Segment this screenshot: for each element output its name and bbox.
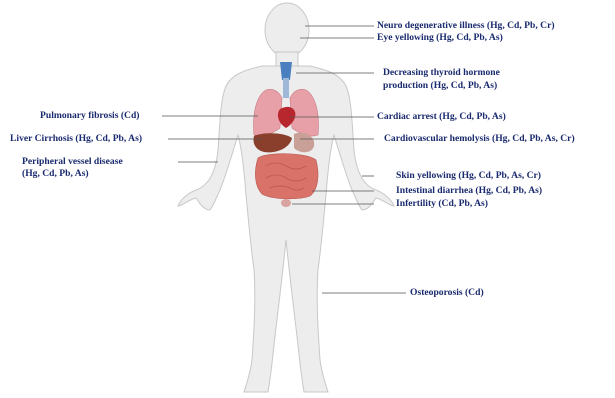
label-pulmonary: Pulmonary fibrosis (Cd) xyxy=(40,110,140,122)
bladder-organ xyxy=(281,199,291,207)
label-neuro: Neuro degenerative illness (Hg, Cd, Pb, … xyxy=(377,20,555,32)
thyroid-organ xyxy=(280,62,292,80)
label-intestinal: Intestinal diarrhea (Hg, Cd, Pb, As) xyxy=(396,185,542,197)
label-osteoporosis: Osteoporosis (Cd) xyxy=(410,287,484,299)
label-infertility: Infertility (Cd, Pb, As) xyxy=(396,198,488,210)
head xyxy=(265,3,309,57)
label-cardiovascular: Cardiovascular hemolysis (Hg, Cd, Pb, As… xyxy=(384,133,575,145)
label-peripheral-line2: (Hg, Cd, Pb, As) xyxy=(22,168,89,180)
label-liver: Liver Cirrhosis (Hg, Cd, Pb, As) xyxy=(10,133,142,145)
intestine-organ xyxy=(255,154,318,199)
label-eye: Eye yellowing (Hg, Cd, Pb, As) xyxy=(377,32,503,44)
label-skin: Skin yellowing (Hg, Cd, Pb, As, Cr) xyxy=(396,170,541,182)
label-peripheral-line1: Peripheral vessel disease xyxy=(22,156,123,168)
label-thyroid-line2: production (Hg, Cd, Pb, As) xyxy=(383,80,497,92)
label-thyroid-line1: Decreasing thyroid hormone xyxy=(383,67,500,79)
trachea xyxy=(283,78,289,98)
label-cardiac: Cardiac arrest (Hg, Cd, Pb, As) xyxy=(377,111,506,123)
